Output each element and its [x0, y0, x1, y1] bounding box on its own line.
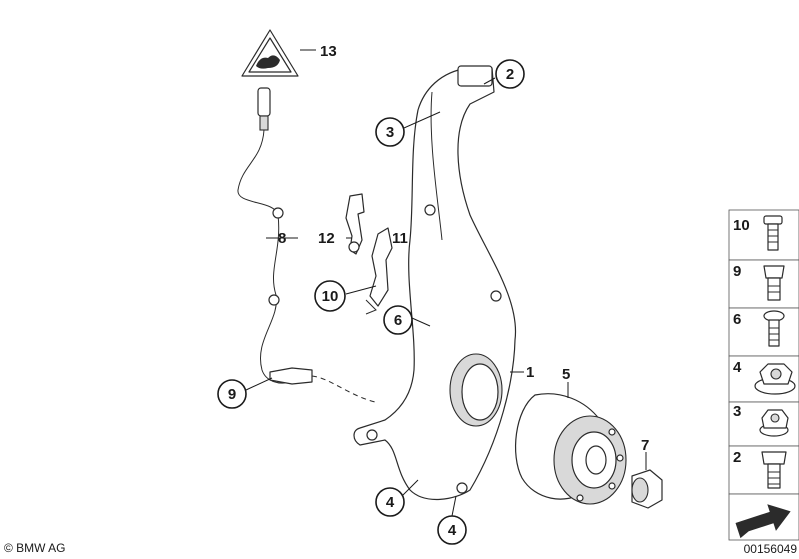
arrow-icon [735, 504, 791, 539]
legend-label: 4 [733, 359, 742, 376]
wheel-hub-part [515, 393, 627, 505]
screw-icon [763, 310, 785, 347]
legend-label: 2 [733, 449, 741, 466]
label-11: 11 [392, 230, 408, 247]
svg-text:4: 4 [448, 522, 457, 539]
label-8: 8 [278, 230, 286, 247]
hex-nut-icon [759, 409, 789, 437]
flange-nut-icon [754, 363, 796, 395]
clip-part [365, 227, 393, 315]
label-5: 5 [562, 366, 570, 383]
callout-4: 4 [375, 479, 419, 517]
hex-bolt-icon [761, 451, 787, 489]
svg-text:10: 10 [322, 288, 339, 305]
bolt-icon [763, 215, 783, 251]
callout-10: 10 [314, 280, 377, 312]
wheel-speed-sensor-cable [237, 87, 376, 403]
label-1: 1 [526, 364, 534, 381]
part-number-text: 00156049 [744, 542, 798, 556]
bracket-part [345, 193, 365, 255]
legend-label: 9 [733, 263, 741, 280]
callout-6: 6 [383, 305, 431, 335]
svg-text:9: 9 [228, 386, 236, 403]
short-bolt-icon [763, 265, 785, 301]
svg-text:2: 2 [506, 66, 514, 83]
callout-9: 9 [217, 377, 273, 409]
fastener-legend: 10 9 6 4 3 [728, 209, 799, 541]
label-7: 7 [641, 437, 649, 454]
legend-label: 3 [733, 403, 741, 420]
collar-nut-part [631, 469, 663, 509]
copyright-text: © BMW AG [4, 541, 66, 555]
svg-text:4: 4 [386, 494, 395, 511]
warning-label-icon [241, 29, 299, 77]
steering-knuckle-part [353, 65, 517, 501]
callout-4: 4 [437, 495, 467, 545]
label-12: 12 [318, 230, 335, 247]
label-13: 13 [320, 43, 337, 60]
svg-text:6: 6 [394, 312, 402, 329]
callout-3: 3 [375, 111, 441, 147]
legend-label: 6 [733, 311, 741, 328]
svg-text:3: 3 [386, 124, 394, 141]
legend-label: 10 [733, 217, 750, 234]
callout-2: 2 [483, 59, 525, 89]
